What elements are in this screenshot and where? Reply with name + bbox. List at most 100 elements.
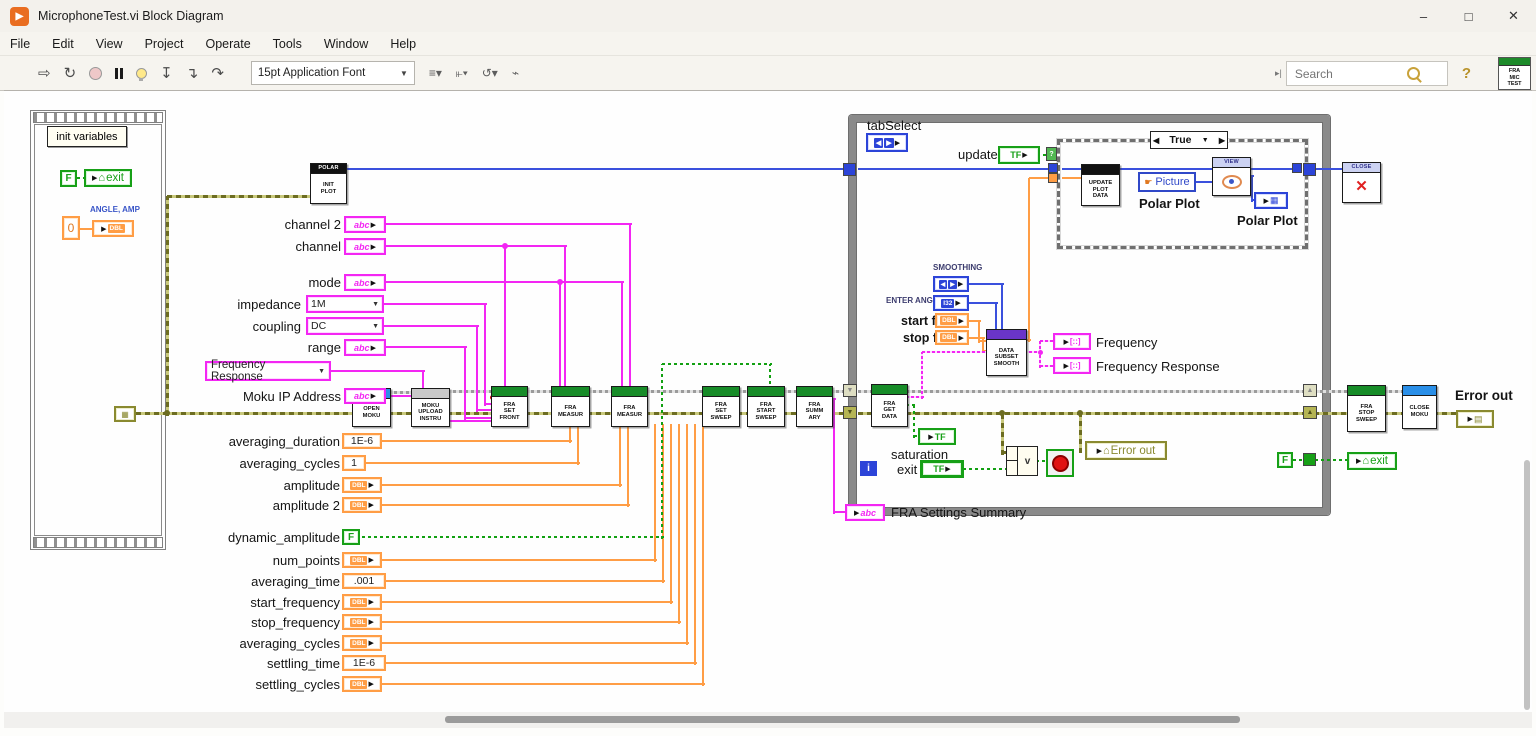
impedance-ring[interactable]: 1M▼ xyxy=(306,295,384,313)
exit-terminal[interactable]: TF▶ xyxy=(920,460,964,478)
loop-tunnel[interactable] xyxy=(1303,163,1316,176)
help-icon[interactable]: ? xyxy=(1461,65,1471,82)
or-function-node[interactable]: v xyxy=(1006,446,1038,476)
start-frequency-control[interactable]: DBL▶ xyxy=(342,594,382,610)
menu-operate[interactable]: Operate xyxy=(205,36,251,51)
menu-help[interactable]: Help xyxy=(390,36,417,51)
shift-register-tunnel[interactable]: ▼ xyxy=(843,384,857,397)
iteration-terminal[interactable]: i xyxy=(860,461,877,476)
channel-control[interactable]: abc▶ xyxy=(344,238,386,255)
menu-file[interactable]: File xyxy=(10,36,31,51)
run-continuous-icon[interactable]: ↻ xyxy=(63,65,77,82)
menu-view[interactable]: View xyxy=(95,36,123,51)
maximize-button[interactable]: □ xyxy=(1464,8,1473,24)
exit-local-variable[interactable]: ▶ ⌂ exit xyxy=(84,169,132,187)
minimize-button[interactable]: – xyxy=(1419,8,1428,24)
retain-wire-values-icon[interactable]: ↧ xyxy=(160,65,173,82)
settling-time-constant[interactable]: 1E-6 xyxy=(342,655,386,671)
moku-ip-control[interactable]: abc▶ xyxy=(344,388,386,404)
loop-tunnel[interactable] xyxy=(1048,173,1058,183)
averaging-time-constant[interactable]: .001 xyxy=(342,573,386,589)
enter-angle-terminal[interactable]: I32▶ xyxy=(933,295,969,311)
case-selector-tunnel[interactable]: ? xyxy=(1046,147,1057,161)
menu-window[interactable]: Window xyxy=(323,36,369,51)
case-next-icon[interactable]: ▶ xyxy=(1218,135,1225,145)
search-input[interactable] xyxy=(1292,65,1407,82)
search-expand-icon[interactable]: ▸| xyxy=(1274,68,1282,78)
case-selector-label[interactable]: ◀ True ▼ ▶ xyxy=(1150,131,1228,149)
chevron-down-icon[interactable]: ▼ xyxy=(1201,136,1209,144)
loop-tunnel[interactable] xyxy=(1303,453,1316,466)
distribute-objects-icon[interactable]: ⫦▾ xyxy=(455,65,468,80)
step-over-icon[interactable]: ↷ xyxy=(211,65,224,82)
align-objects-icon[interactable]: ≡▾ xyxy=(428,66,442,80)
fra-settings-summary-indicator[interactable]: ▶abc xyxy=(845,504,885,521)
menu-edit[interactable]: Edit xyxy=(52,36,74,51)
vertical-scrollbar-thumb[interactable] xyxy=(1524,460,1530,710)
cleanup-diagram-icon[interactable]: ⌁ xyxy=(511,66,520,80)
run-button-icon[interactable]: ⇨ xyxy=(38,65,51,82)
range-control[interactable]: abc▶ xyxy=(344,339,386,356)
false-constant-2[interactable]: F xyxy=(1277,452,1293,468)
amplitude-control[interactable]: DBL▶ xyxy=(342,477,382,493)
frequency-response-indicator[interactable]: ▶[::] xyxy=(1053,357,1091,374)
zero-constant[interactable]: 0 xyxy=(62,216,80,240)
mode-control[interactable]: abc▶ xyxy=(344,274,386,291)
exit-local-variable-2[interactable]: ▶ ⌂ exit xyxy=(1347,452,1397,470)
close-button[interactable]: ✕ xyxy=(1508,8,1519,23)
num-points-control[interactable]: DBL▶ xyxy=(342,552,382,568)
stop-frequency-control[interactable]: DBL▶ xyxy=(342,614,382,630)
averaging-duration-constant[interactable]: 1E-6 xyxy=(342,433,382,449)
horizontal-scrollbar-thumb[interactable] xyxy=(445,716,1240,723)
coupling-ring[interactable]: DC▼ xyxy=(306,317,384,335)
instrument-mode-ring[interactable]: Frequency Response▼ xyxy=(205,359,331,383)
stop-f-terminal[interactable]: DBL▶ xyxy=(935,330,969,345)
step-into-icon[interactable]: ↴ xyxy=(185,65,199,82)
loop-tunnel[interactable] xyxy=(1292,163,1302,173)
reorder-icon[interactable]: ↺▾ xyxy=(481,66,498,80)
frequency-indicator[interactable]: ▶[::] xyxy=(1053,333,1091,350)
shift-register-tunnel[interactable]: ▼ xyxy=(843,406,857,419)
start-f-terminal[interactable]: DBL▶ xyxy=(935,313,969,328)
shift-register-tunnel[interactable]: ▲ xyxy=(1303,384,1317,397)
vi-icon[interactable]: FRA MIC TEST xyxy=(1498,57,1531,90)
highlight-execution-icon[interactable] xyxy=(136,67,148,81)
font-selector[interactable]: 15pt Application Font ▼ xyxy=(250,61,415,85)
error-cluster-constant[interactable]: ▦ xyxy=(114,406,136,422)
shift-register-tunnel[interactable]: ▲ xyxy=(1303,406,1317,419)
search-icon[interactable] xyxy=(1406,67,1420,80)
update-terminal[interactable]: TF▶ xyxy=(998,146,1040,164)
tabselect-terminal[interactable]: ◀▶▶ xyxy=(866,133,908,152)
channel2-control[interactable]: abc▶ xyxy=(344,216,386,233)
loop-tunnel[interactable] xyxy=(843,163,856,176)
view-node[interactable]: VIEW xyxy=(1212,157,1251,196)
close-polar-plot-node[interactable]: CLOSE ✕ xyxy=(1342,162,1381,203)
while-loop-structure[interactable] xyxy=(849,115,1330,515)
menu-tools[interactable]: Tools xyxy=(272,36,302,51)
angle-amp-local-variable[interactable]: ▶ DBL xyxy=(92,220,134,237)
abort-button-icon[interactable] xyxy=(89,66,103,80)
case-prev-icon[interactable]: ◀ xyxy=(1153,135,1160,145)
polar-plot-indicator[interactable]: ▶▦ xyxy=(1254,192,1288,209)
false-constant[interactable]: F xyxy=(60,170,77,187)
error-out-indicator[interactable]: ▶▤ xyxy=(1456,410,1494,428)
stop-button[interactable] xyxy=(1046,449,1074,477)
averaging-cycles-constant[interactable]: 1 xyxy=(342,455,366,471)
settling-cycles-control[interactable]: DBL▶ xyxy=(342,676,382,692)
dynamic-amplitude-constant[interactable]: F xyxy=(342,529,360,545)
smoothing-terminal[interactable]: ◀▶▶ xyxy=(933,276,969,292)
error-out-local-variable[interactable]: ▶ ⌂ Error out xyxy=(1085,441,1167,460)
